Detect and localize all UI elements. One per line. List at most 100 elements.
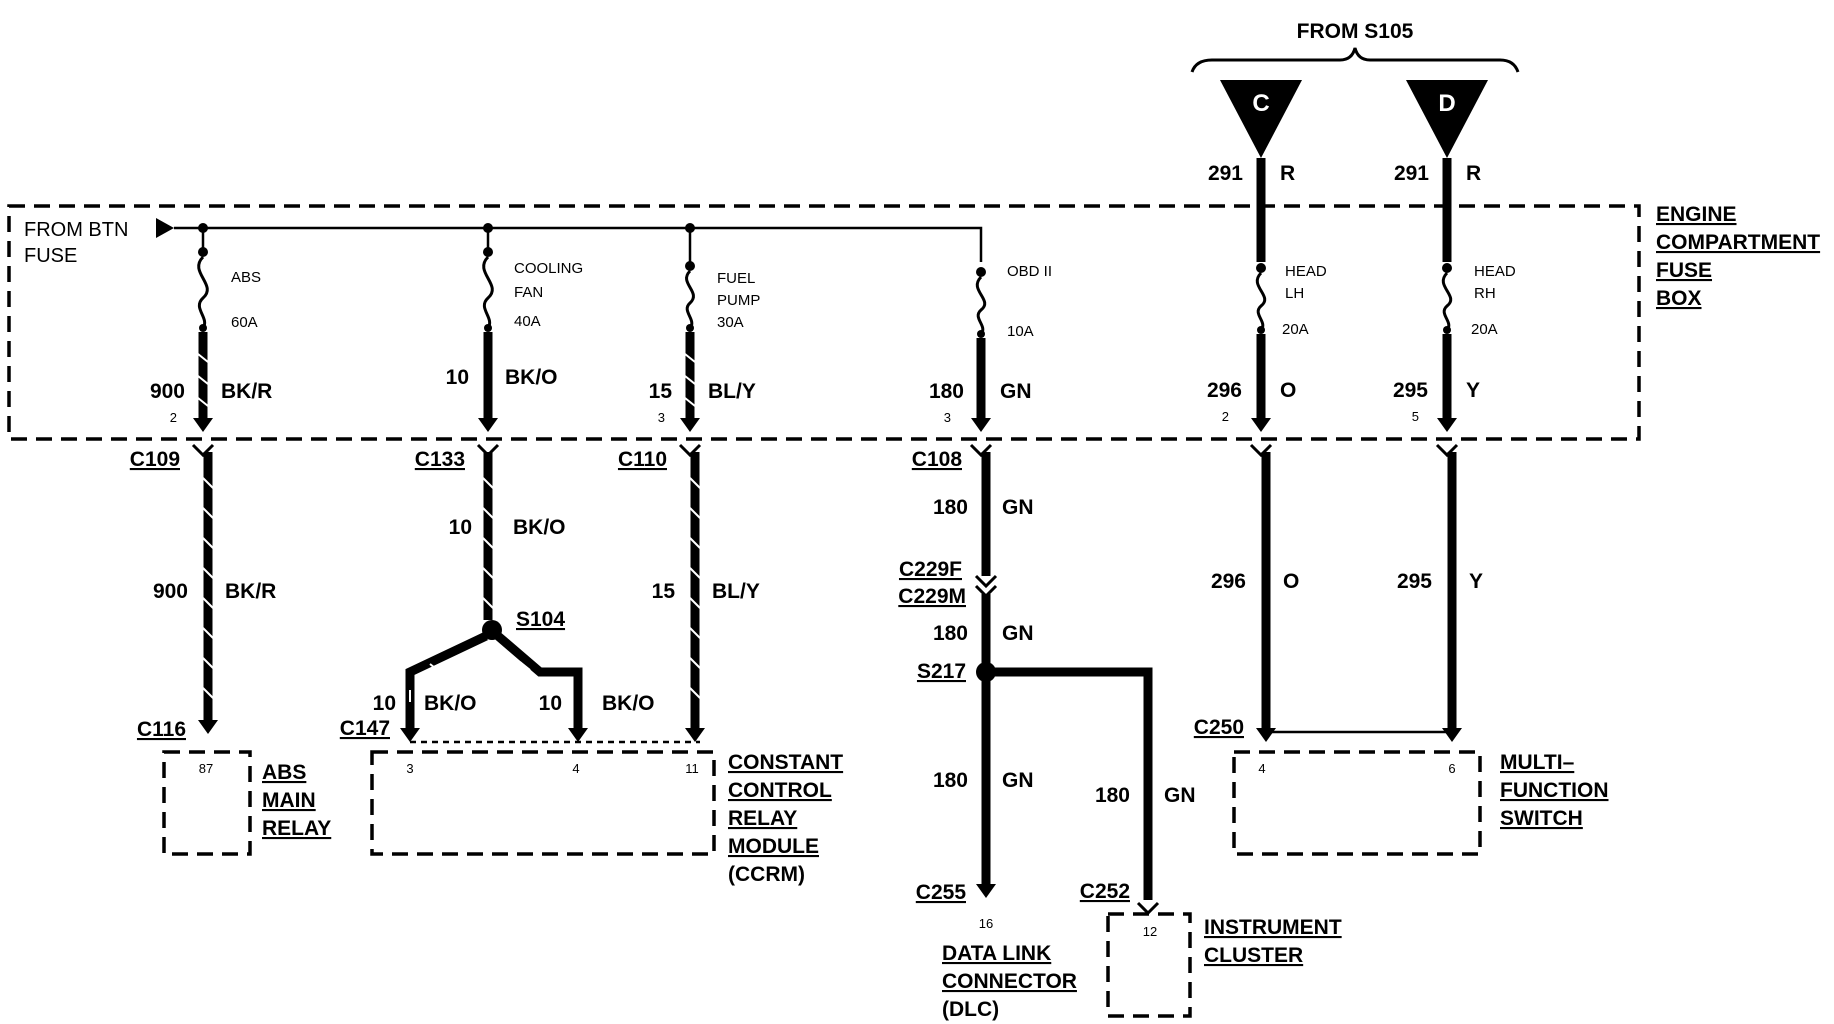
abs-relay-label-2: MAIN [262, 789, 316, 812]
connector-c108: C108 [912, 448, 963, 471]
fan-out-num: 10 [449, 516, 472, 539]
circuit-291c-num: 291 [1208, 162, 1243, 185]
fuse-head-lh: HEAD LH 20A [1255, 263, 1327, 338]
mfs-label-3: SWITCH [1500, 807, 1583, 830]
dlc-pin: 16 [979, 916, 993, 931]
pump-out-color: BL/Y [712, 580, 760, 603]
abs-relay-pin: 87 [199, 761, 213, 776]
lh-in-pin: 2 [1222, 409, 1229, 424]
s105-bracket [1190, 47, 1520, 73]
from-btn-label-1: FROM BTN [24, 219, 128, 241]
cluster-pin: 12 [1143, 924, 1157, 939]
splice-s104 [482, 620, 502, 640]
fuse-pump-rating: 30A [717, 314, 744, 331]
obd-out-num: 180 [933, 496, 968, 519]
rh-in-pin: 5 [1412, 409, 1419, 424]
splice-c-triangle [1220, 80, 1302, 158]
branch-obd: 180 GN C229F C229M 180 GN S217 180 GN 18… [898, 452, 1196, 1021]
connector-c116: C116 [137, 718, 186, 741]
abs-relay-label-3: RELAY [262, 817, 331, 840]
ccrm-label-4: MODULE [728, 835, 819, 858]
branch-fan: 10 BK/O S104 10 BK/O 10 BK/O C147 [340, 452, 700, 744]
connector-c229f: C229F [899, 558, 962, 581]
ccrm-a-color: BK/O [424, 692, 477, 715]
lh-out-color: O [1283, 570, 1299, 593]
connector-c250: C250 [1194, 716, 1244, 739]
mfs-box [1232, 750, 1482, 856]
obd-in-num: 180 [929, 380, 964, 403]
fuse-abs: ABS 60A [197, 228, 261, 332]
fuse-outputs: 900 BK/R 2 10 BK/O 15 BL/Y 3 180 GN 3 29… [150, 332, 1480, 432]
ccrm-pin-c: 11 [685, 761, 699, 776]
fuse-fan-rating: 40A [514, 313, 541, 330]
connector-c110: C110 [618, 448, 667, 471]
abs-in-pin: 2 [170, 410, 177, 425]
rh-out-num: 295 [1397, 570, 1432, 593]
rh-in-num: 295 [1393, 379, 1428, 402]
lh-out-num: 296 [1211, 570, 1246, 593]
circuit-291d-color: R [1466, 162, 1481, 185]
connector-c229m: C229M [898, 585, 966, 608]
splice-s217-label: S217 [917, 660, 966, 683]
pump-in-num: 15 [649, 380, 673, 403]
mfs-label-2: FUNCTION [1500, 779, 1609, 802]
ccrm-label-1: CONSTANT [728, 751, 843, 774]
splice-c-letter: C [1252, 90, 1269, 117]
circuit-291-d: 291 R [1394, 158, 1481, 262]
ccrm-b-num: 10 [539, 692, 562, 715]
pump-out-num: 15 [652, 580, 676, 603]
connector-c252: C252 [1080, 880, 1130, 903]
dlc-label-3: (DLC) [942, 998, 999, 1021]
fuse-obd-name: OBD II [1007, 263, 1052, 280]
fuse-rh-name-2: RH [1474, 285, 1496, 302]
ccrm-module: 3 4 11 CONSTANT CONTROL RELAY MODULE (CC… [370, 750, 843, 886]
fuse-box-label-1: ENGINE [1656, 203, 1737, 226]
connector-c109: C109 [130, 448, 180, 471]
fuse-head-rh: HEAD RH 20A [1441, 263, 1516, 338]
fuse-box-label-3: FUSE [1656, 259, 1712, 282]
obd-in-color: GN [1000, 380, 1032, 403]
cluster-wire-color: GN [1164, 784, 1196, 807]
obd-out-color: GN [1002, 496, 1034, 519]
abs-relay-label-1: ABS [262, 761, 306, 784]
bus-wire [174, 226, 983, 262]
cluster-label-1: INSTRUMENT [1204, 916, 1342, 939]
mfs-pin-a: 4 [1258, 761, 1265, 776]
fuse-pump-name-2: PUMP [717, 292, 760, 309]
branch-headlamps: 296 O 295 Y C250 4 6 MULTI– FUNCTION SWI… [1194, 452, 1609, 856]
rh-out-color: Y [1469, 570, 1483, 593]
fuse-abs-name: ABS [231, 269, 261, 286]
lh-in-color: O [1280, 379, 1296, 402]
obd-mid-color: GN [1002, 622, 1034, 645]
splice-s104-label: S104 [516, 608, 565, 631]
circuit-291d-num: 291 [1394, 162, 1429, 185]
fuse-box-label-2: COMPARTMENT [1656, 231, 1820, 254]
obd-in-pin: 3 [944, 410, 951, 425]
connector-labels-top: C109 C133 C110 C108 [130, 448, 963, 471]
fuse-fan-name-1: COOLING [514, 260, 583, 277]
btn-fuse-bus: FROM BTN FUSE [24, 218, 983, 267]
ccrm-label-3: RELAY [728, 807, 797, 830]
dlc-wire-color: GN [1002, 769, 1034, 792]
abs-relay-box [162, 750, 252, 856]
pump-in-color: BL/Y [708, 380, 756, 403]
connector-c133: C133 [415, 448, 465, 471]
connector-c255: C255 [916, 881, 967, 904]
fuse-fuel-pump: FUEL PUMP 30A [685, 261, 760, 332]
circuit-291c-color: R [1280, 162, 1295, 185]
connector-c147: C147 [340, 717, 390, 740]
wire-cluster [986, 667, 1153, 900]
abs-out-color: BK/R [225, 580, 276, 603]
fan-in-color: BK/O [505, 366, 558, 389]
cluster-label-2: CLUSTER [1204, 944, 1303, 967]
fuse-rh-name-1: HEAD [1474, 263, 1516, 280]
splice-d-triangle [1406, 80, 1488, 158]
pump-in-pin: 3 [658, 410, 665, 425]
fuse-obd2: OBD II 10A [975, 263, 1052, 340]
circuit-291-c: 291 R [1208, 158, 1295, 262]
fuse-box-label: ENGINE COMPARTMENT FUSE BOX [1656, 203, 1820, 310]
ccrm-b-color: BK/O [602, 692, 655, 715]
mfs-label-1: MULTI– [1500, 751, 1575, 774]
fuse-lh-name-2: LH [1285, 285, 1304, 302]
